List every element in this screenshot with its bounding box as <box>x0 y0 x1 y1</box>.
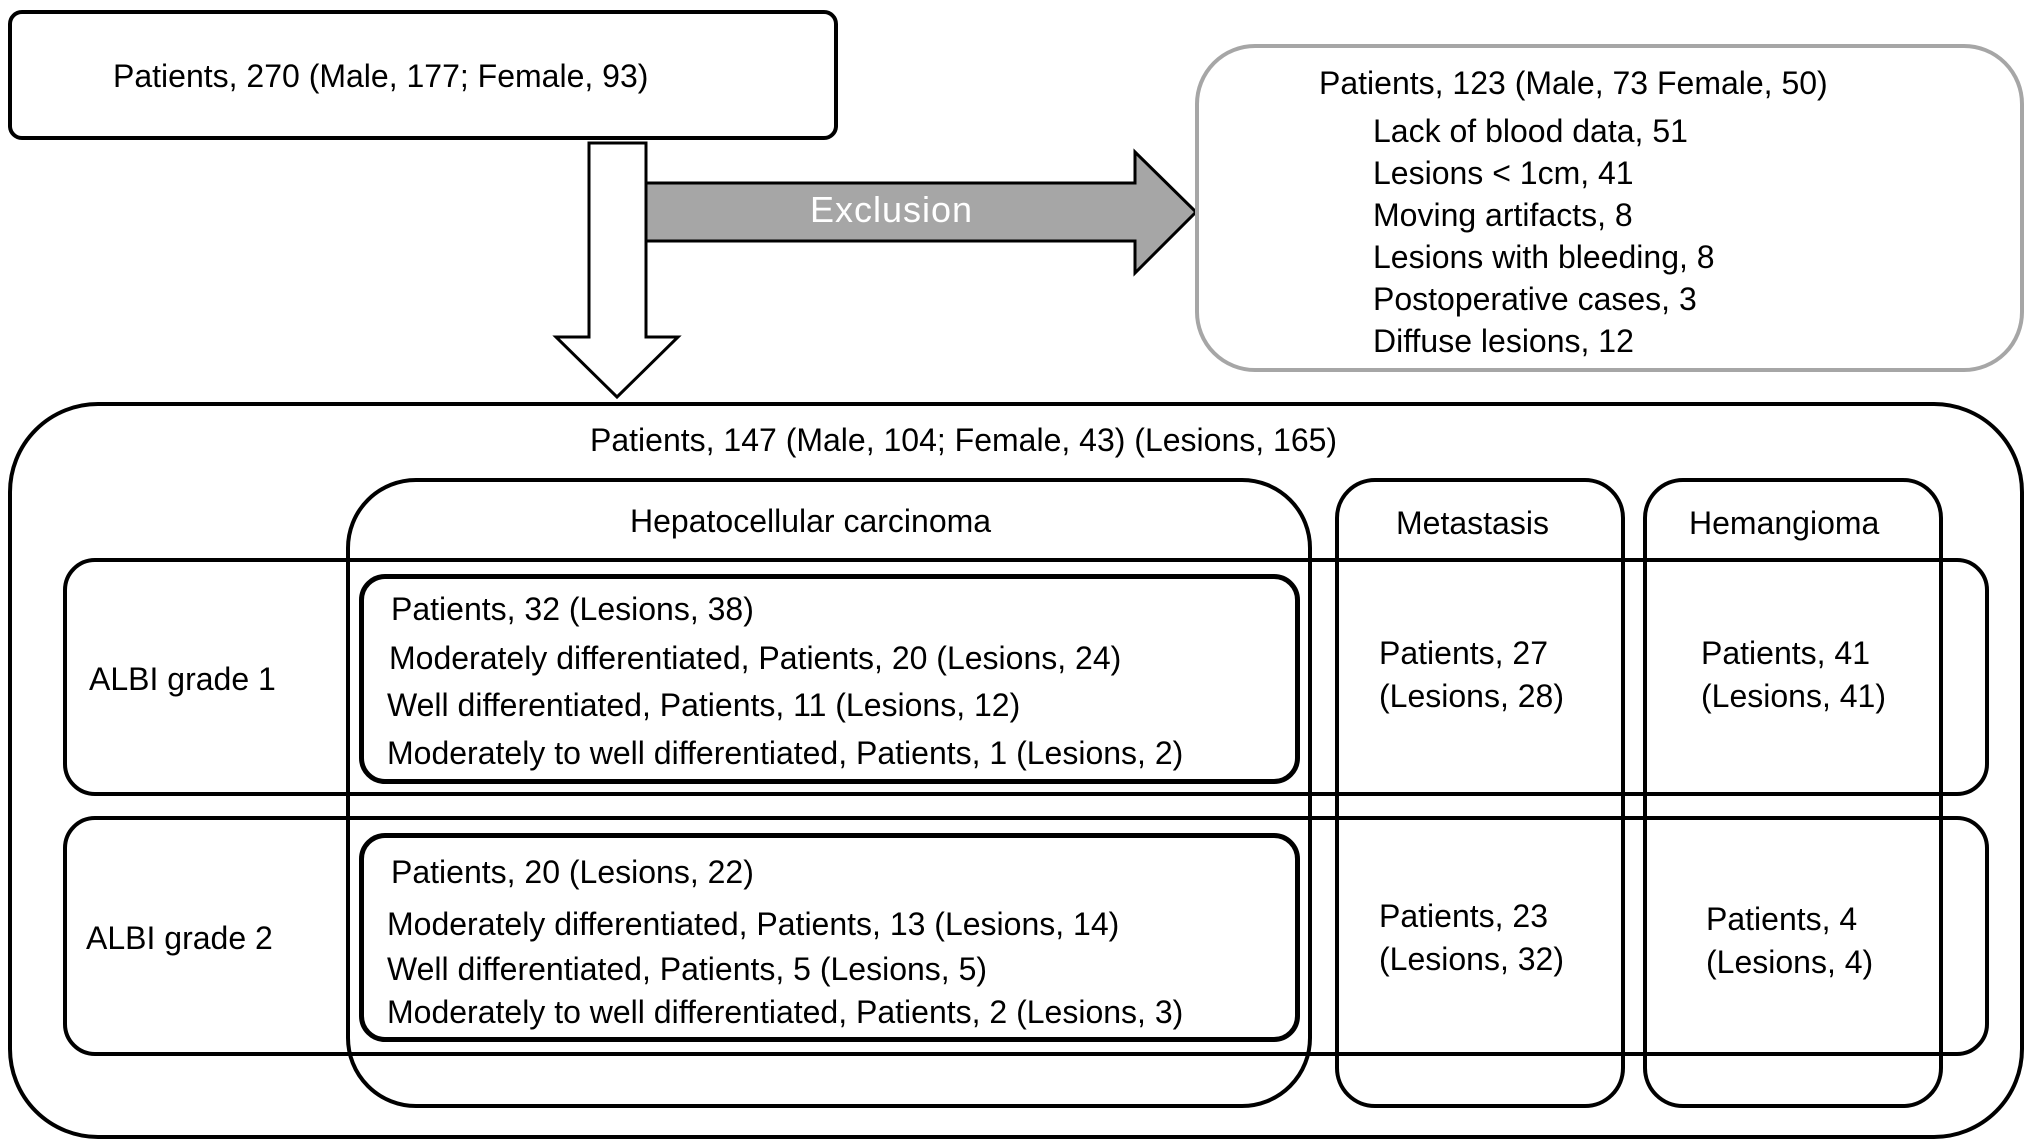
top-patients-text: Patients, 270 (Male, 177; Female, 93) <box>113 58 649 94</box>
exclusion-box <box>1195 44 2024 372</box>
metastasis-column-header: Metastasis <box>1396 505 1549 541</box>
hcc-column-header: Hepatocellular carcinoma <box>630 503 992 539</box>
hemangioma-grade-1-line: Patients, 41 <box>1701 635 1870 671</box>
hcc-grade-1-line: Moderately to well differentiated, Patie… <box>387 735 1184 771</box>
exclusion-item: Lesions < 1cm, 41 <box>1373 155 1634 191</box>
exclusion-item: Lesions with bleeding, 8 <box>1373 239 1715 275</box>
hcc-grade-1-line: Moderately differentiated, Patients, 20 … <box>389 640 1122 676</box>
metastasis-grade-1-line: Patients, 27 <box>1379 635 1548 671</box>
albi-grade-2-label: ALBI grade 2 <box>86 920 273 956</box>
hemangioma-grade-1-line: (Lesions, 41) <box>1701 678 1886 714</box>
final-patients-box <box>8 402 2024 1139</box>
down-arrow <box>552 141 682 400</box>
exclusion-item: Lack of blood data, 51 <box>1373 113 1688 149</box>
hcc-grade-1-line: Patients, 32 (Lesions, 38) <box>391 591 754 627</box>
hcc-grade-1-line: Well differentiated, Patients, 11 (Lesio… <box>387 687 1021 723</box>
hemangioma-grade-2-line: (Lesions, 4) <box>1706 944 1874 980</box>
exclusion-title: Patients, 123 (Male, 73 Female, 50) <box>1319 65 1828 101</box>
hcc-grade-2-line: Moderately differentiated, Patients, 13 … <box>387 906 1120 942</box>
exclusion-arrow <box>644 148 1199 277</box>
hcc-grade-1-box <box>359 574 1300 784</box>
exclusion-item: Postoperative cases, 3 <box>1373 281 1697 317</box>
hcc-grade-2-line: Patients, 20 (Lesions, 22) <box>391 854 754 890</box>
top-patients-box <box>8 10 838 140</box>
hcc-grade-2-line: Moderately to well differentiated, Patie… <box>387 994 1184 1030</box>
metastasis-grade-2-line: Patients, 23 <box>1379 898 1548 934</box>
metastasis-grade-1-line: (Lesions, 28) <box>1379 678 1564 714</box>
final-patients-title: Patients, 147 (Male, 104; Female, 43) (L… <box>590 422 1338 458</box>
hcc-grade-2-line: Well differentiated, Patients, 5 (Lesion… <box>387 951 988 987</box>
albi-grade-1-row <box>63 558 1989 796</box>
albi-grade-1-label: ALBI grade 1 <box>89 661 276 697</box>
exclusion-arrow-label: Exclusion <box>810 189 974 230</box>
albi-grade-2-row <box>63 816 1989 1056</box>
exclusion-item: Moving artifacts, 8 <box>1373 197 1633 233</box>
hemangioma-grade-2-line: Patients, 4 <box>1706 901 1858 937</box>
hemangioma-column-header: Hemangioma <box>1689 505 1880 541</box>
exclusion-item: Diffuse lesions, 12 <box>1373 323 1634 359</box>
metastasis-grade-2-line: (Lesions, 32) <box>1379 941 1564 977</box>
hcc-grade-2-box <box>359 833 1300 1042</box>
